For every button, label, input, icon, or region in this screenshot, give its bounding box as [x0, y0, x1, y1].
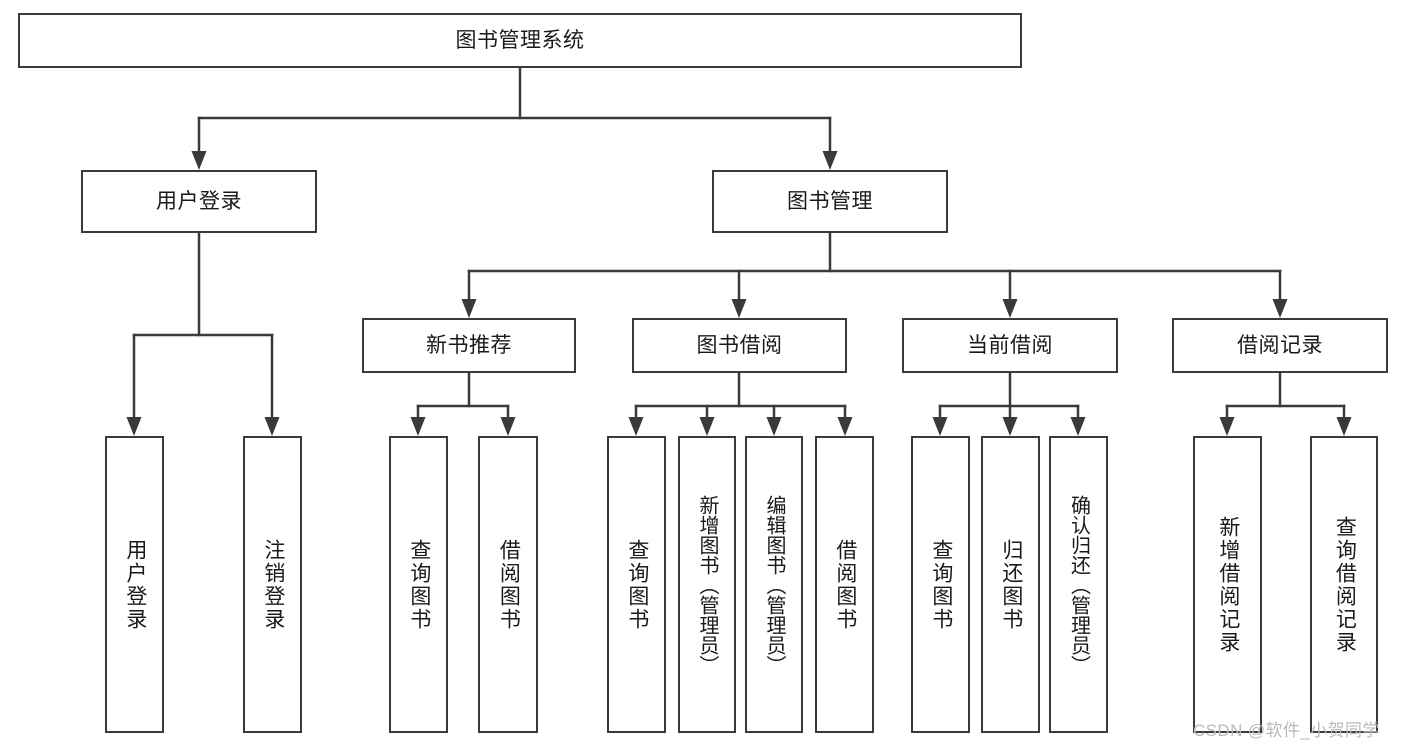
leaf-node-leaf-query-book-3: 查询图书 — [911, 436, 970, 733]
node-label: 查询图书 — [929, 538, 953, 631]
leaf-node-leaf-query-book-1: 查询图书 — [389, 436, 448, 733]
connector-borrow-record-to-leaves — [1219, 371, 1352, 436]
connector-user-login-to-leaves — [126, 231, 280, 436]
leaf-node-leaf-edit-book: 编辑图书（管理员） — [745, 436, 803, 733]
leaf-node-leaf-query-record: 查询借阅记录 — [1310, 436, 1378, 733]
connector-book-borrow-to-leaves — [628, 371, 853, 436]
node-label: 查询借阅记录 — [1333, 515, 1357, 654]
leaf-node-leaf-return-book: 归还图书 — [981, 436, 1040, 733]
connector-root-to-level2 — [191, 66, 838, 170]
node-label: 图书管理系统 — [455, 28, 585, 52]
node-label: 确认归还（管理员） — [1067, 494, 1090, 675]
node-label: 借阅图书 — [497, 538, 521, 631]
leaf-node-leaf-confirm-return: 确认归还（管理员） — [1049, 436, 1108, 733]
watermark: CSDN @软件_小贺同学 — [1193, 721, 1380, 740]
level3-node-new-book-recommend: 新书推荐 — [362, 318, 576, 373]
level2-node-user-login: 用户登录 — [81, 170, 317, 233]
node-label: 借阅记录 — [1237, 333, 1323, 357]
node-label: 归还图书 — [999, 538, 1023, 631]
node-label: 编辑图书（管理员） — [763, 494, 785, 675]
node-label: 注销登录 — [261, 538, 285, 631]
node-label: 新增图书（管理员） — [696, 494, 718, 675]
connector-book-management-to-level3 — [461, 231, 1288, 318]
leaf-node-leaf-add-book: 新增图书（管理员） — [678, 436, 736, 733]
node-label: 当前借阅 — [967, 333, 1053, 357]
node-label: 查询图书 — [407, 538, 431, 631]
connector-new-book-recommend-to-leaves — [410, 371, 516, 436]
leaf-node-leaf-query-book-2: 查询图书 — [607, 436, 666, 733]
level3-node-book-borrow: 图书借阅 — [632, 318, 847, 373]
connector-current-borrow-to-leaves — [932, 371, 1086, 436]
root-node-root: 图书管理系统 — [18, 13, 1022, 68]
node-label: 图书借阅 — [696, 333, 783, 357]
level2-node-book-management: 图书管理 — [712, 170, 948, 233]
node-label: 新增借阅记录 — [1216, 515, 1240, 654]
node-label: 新书推荐 — [426, 333, 512, 357]
node-label: 借阅图书 — [833, 538, 857, 631]
node-label: 查询图书 — [625, 538, 649, 631]
leaf-node-leaf-borrow-book-1: 借阅图书 — [478, 436, 538, 733]
leaf-node-leaf-add-record: 新增借阅记录 — [1193, 436, 1262, 733]
leaf-node-leaf-borrow-book-2: 借阅图书 — [815, 436, 874, 733]
leaf-node-leaf-user-login: 用户登录 — [105, 436, 164, 733]
level3-node-current-borrow: 当前借阅 — [902, 318, 1118, 373]
node-label: 图书管理 — [787, 189, 873, 213]
node-label: 用户登录 — [156, 189, 242, 213]
leaf-node-leaf-user-logout: 注销登录 — [243, 436, 302, 733]
level3-node-borrow-record: 借阅记录 — [1172, 318, 1388, 373]
node-label: 用户登录 — [123, 538, 147, 631]
